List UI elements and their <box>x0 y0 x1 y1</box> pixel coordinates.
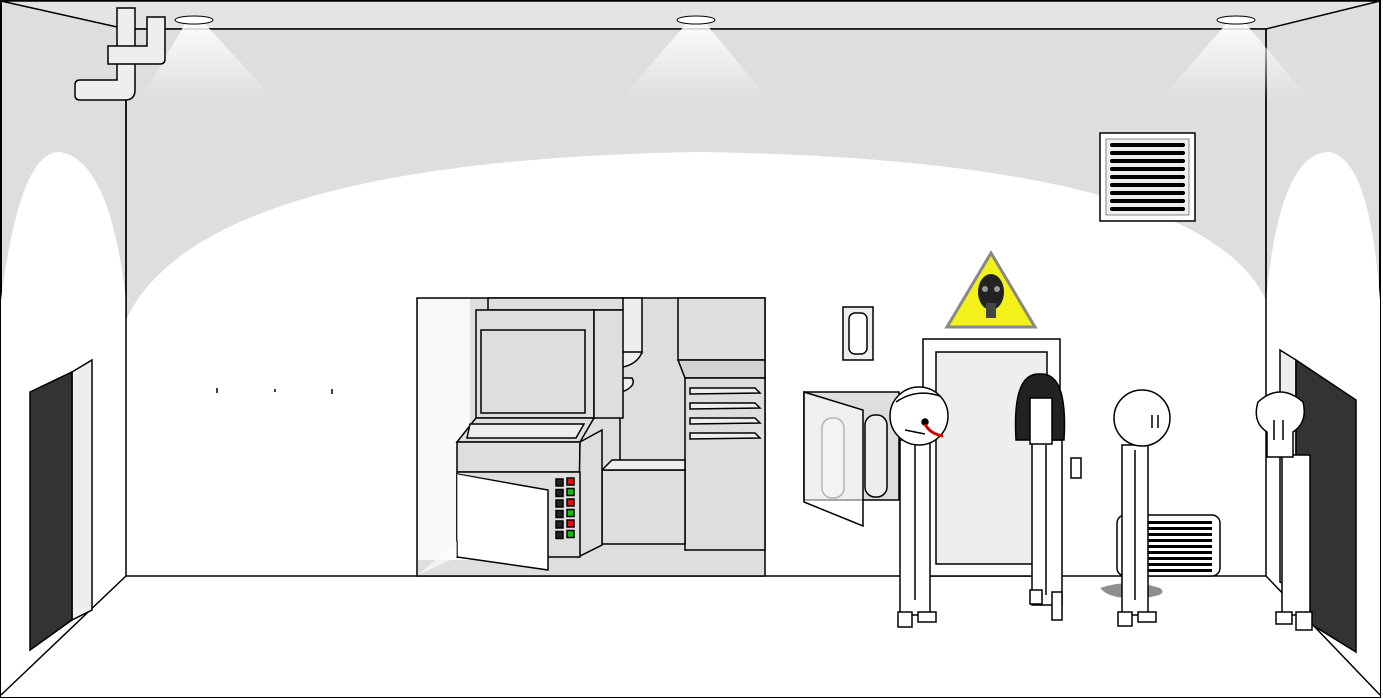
fire-extinguisher[interactable] <box>864 414 888 498</box>
vent-slat <box>1110 143 1185 147</box>
gas-hazard-sign <box>944 250 1038 329</box>
indicator-light-red <box>566 498 575 507</box>
vent-slat <box>1140 563 1212 566</box>
vent-slat <box>1110 167 1185 171</box>
ceiling-light-center <box>676 15 716 25</box>
vent-slat <box>1110 199 1185 203</box>
vent-slat <box>1110 159 1185 163</box>
computer-console[interactable] <box>418 297 624 575</box>
indicator-light-red <box>566 519 575 528</box>
cabinet-door[interactable] <box>803 390 864 528</box>
rack-drawer[interactable] <box>689 417 762 425</box>
character-stitched-scientist[interactable] <box>889 386 949 628</box>
console-monitor[interactable] <box>480 329 586 414</box>
vent-slat <box>1140 551 1212 554</box>
character-long-haired-scientist[interactable] <box>1014 373 1066 621</box>
rack-drawer[interactable] <box>689 432 762 440</box>
vent-slat <box>1110 191 1185 195</box>
left-door[interactable] <box>29 358 93 652</box>
ceiling-lights <box>140 15 1310 100</box>
ceiling-light-right <box>1216 15 1256 25</box>
fire-extinguisher-cabinet[interactable] <box>803 390 900 528</box>
bench <box>601 469 686 545</box>
server-rack <box>676 297 766 551</box>
vent-slat <box>1140 545 1212 548</box>
cable-connector <box>555 520 564 529</box>
cable-connector <box>555 478 564 487</box>
machinery-alcove <box>416 297 766 577</box>
indicator-light-green <box>566 487 575 497</box>
character-skeleton-scientist[interactable] <box>1255 391 1313 631</box>
ceiling-pipe <box>74 7 166 101</box>
character-bald-scientist[interactable] <box>1113 389 1171 627</box>
indicator-light-green <box>566 508 575 518</box>
vent-slat <box>1140 569 1212 572</box>
characters <box>889 373 1313 631</box>
indicator-light-red <box>566 477 575 486</box>
rack-drawer[interactable] <box>689 387 762 395</box>
vent-slat <box>1110 207 1185 211</box>
vent-slat <box>1140 527 1212 530</box>
cable-connector <box>555 509 564 519</box>
elevator-call-button[interactable] <box>1070 457 1082 479</box>
cable-connector <box>555 499 564 508</box>
vent-slat <box>1140 539 1212 542</box>
console-keyboard[interactable] <box>466 423 586 439</box>
vent-slat <box>1140 521 1212 524</box>
vent-slat <box>1140 557 1212 560</box>
vent-slat <box>1140 533 1212 536</box>
cable-connector <box>555 488 564 498</box>
ceiling-light-left <box>174 15 214 25</box>
wall-vent <box>1099 132 1196 222</box>
gas-mask-icon <box>978 274 1004 310</box>
rack-drawer[interactable] <box>689 402 762 410</box>
vent-slat <box>1110 151 1185 155</box>
vent-slat <box>1110 183 1185 187</box>
indicator-light-green <box>566 529 575 539</box>
cable-connector <box>555 530 564 540</box>
vent-slat <box>1110 175 1185 179</box>
wall-lamp <box>842 306 874 361</box>
